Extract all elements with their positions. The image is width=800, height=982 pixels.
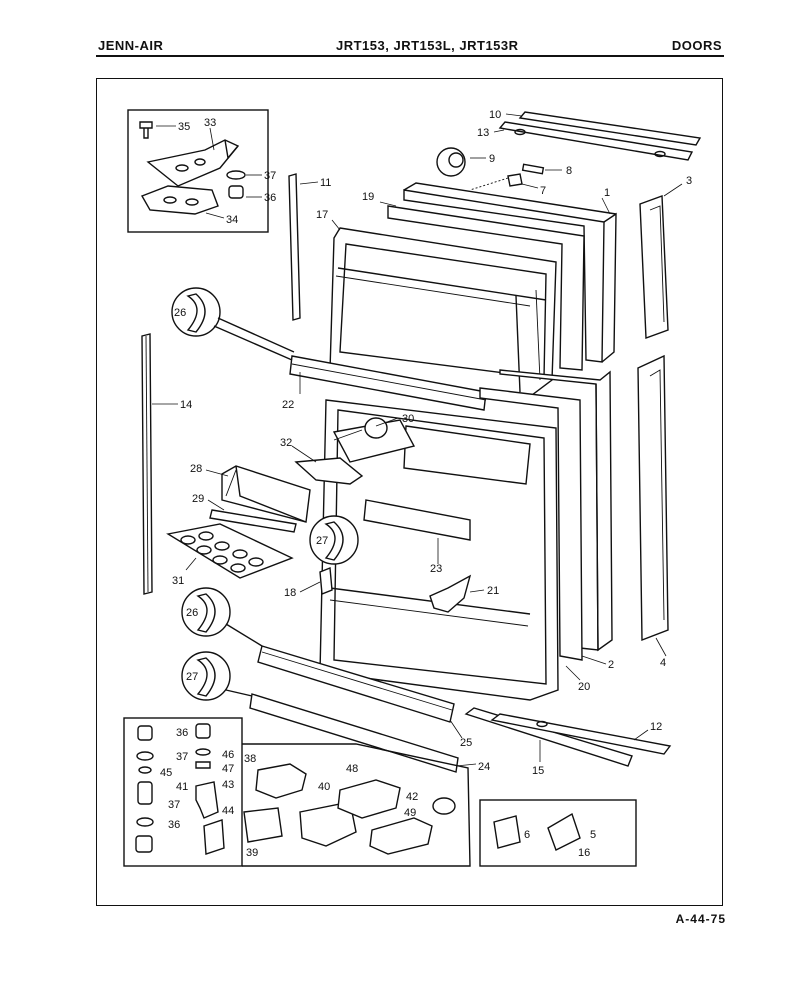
label-1: 1 — [604, 187, 610, 199]
label-48: 48 — [346, 763, 358, 775]
label-13: 13 — [477, 127, 489, 139]
fresh-food-door-liner — [319, 399, 559, 701]
label-16: 16 — [578, 847, 590, 859]
label-35: 35 — [178, 121, 190, 133]
label-12: 12 — [650, 721, 662, 733]
label-40: 40 — [318, 781, 330, 793]
section-title: DOORS — [671, 38, 722, 53]
fresh-food-gasket-20 — [479, 387, 583, 661]
label-32: 32 — [280, 437, 292, 449]
lower-hinge-inset — [123, 717, 243, 867]
label-11: 11 — [320, 177, 331, 189]
document-number: A-44-75 — [675, 912, 726, 926]
pin-part-8 — [521, 163, 545, 175]
model-numbers: JRT153, JRT153L, JRT153R — [336, 38, 519, 53]
freezer-door-outer-1 — [403, 182, 617, 363]
label-29: 29 — [192, 493, 204, 505]
label-45: 45 — [160, 767, 172, 779]
bracket-21 — [429, 574, 472, 613]
label-4: 4 — [660, 657, 666, 669]
label-8: 8 — [566, 165, 572, 177]
label-3: 3 — [686, 175, 692, 187]
butter-bin-28 — [221, 465, 311, 523]
cam-part-9 — [436, 147, 466, 177]
label-18: 18 — [284, 587, 296, 599]
door-shelf-bar-23 — [363, 499, 471, 541]
top-strip-13 — [498, 121, 694, 161]
top-strip-10 — [518, 111, 702, 146]
label-36-b: 36 — [168, 819, 180, 831]
upper-hinge-inset — [127, 109, 269, 233]
side-strip-14 — [141, 333, 153, 595]
cam-detail-26-top — [171, 287, 295, 361]
label-27-lower: 27 — [186, 671, 198, 683]
dairy-door-30 — [332, 417, 416, 463]
label-41: 41 — [176, 781, 188, 793]
label-22: 22 — [282, 399, 294, 411]
label-2: 2 — [608, 659, 614, 671]
label-47: 47 — [222, 763, 234, 775]
bracket-part-7 — [469, 173, 523, 191]
label-37-a: 37 — [176, 751, 188, 763]
door-bar-24 — [249, 693, 459, 773]
label-37-b: 37 — [168, 799, 180, 811]
bin-bar-29 — [209, 509, 297, 533]
label-28: 28 — [190, 463, 202, 475]
label-23: 23 — [430, 563, 442, 575]
label-42: 42 — [406, 791, 418, 803]
label-36-a: 36 — [176, 727, 188, 739]
header-rule — [96, 55, 724, 57]
label-39: 39 — [246, 847, 258, 859]
part-number-labels: 35 33 37 36 34 10 13 9 8 7 1 3 11 19 17 … — [160, 109, 692, 859]
label-26-lower: 26 — [186, 607, 198, 619]
label-15: 15 — [532, 765, 544, 777]
label-24: 24 — [478, 761, 490, 773]
cam-detail-26-lower — [181, 587, 263, 647]
label-31: 31 — [172, 575, 184, 587]
cam-detail-27-lower — [181, 651, 253, 701]
label-30: 30 — [402, 413, 414, 425]
label-9: 9 — [489, 153, 495, 165]
label-34: 34 — [226, 214, 238, 226]
label-43: 43 — [222, 779, 234, 791]
label-19: 19 — [362, 191, 374, 203]
clip-32 — [294, 457, 364, 485]
brand-name: JENN-AIR — [98, 38, 164, 53]
freezer-gasket-19 — [387, 205, 585, 371]
label-10: 10 — [489, 109, 501, 121]
label-49: 49 — [404, 807, 416, 819]
label-27-mid: 27 — [316, 535, 328, 547]
label-44: 44 — [222, 805, 234, 817]
fresh-food-door-outer-2 — [499, 369, 613, 652]
cam-parts-inset — [479, 799, 637, 867]
label-38: 38 — [244, 753, 256, 765]
label-25: 25 — [460, 737, 472, 749]
label-20: 20 — [578, 681, 590, 693]
side-strip-3 — [639, 195, 669, 339]
label-26-top: 26 — [174, 307, 186, 319]
label-7: 7 — [540, 185, 546, 197]
label-33: 33 — [204, 117, 216, 129]
label-17: 17 — [316, 209, 328, 221]
side-strip-11 — [288, 173, 301, 321]
cam-detail-27-mid — [309, 515, 359, 565]
freezer-shelf-bar-22 — [289, 355, 487, 411]
egg-tray-31 — [166, 523, 294, 579]
leader-lines — [152, 113, 683, 767]
side-strip-4 — [637, 354, 669, 642]
label-5: 5 — [590, 829, 596, 841]
label-6: 6 — [524, 829, 530, 841]
door-bar-25 — [257, 645, 455, 723]
hinge-parts-inset — [242, 743, 471, 867]
label-46: 46 — [222, 749, 234, 761]
bottom-strip-12 — [490, 713, 672, 755]
retainer-18 — [319, 567, 333, 595]
diagram-frame — [96, 78, 723, 906]
label-37-top: 37 — [264, 170, 276, 182]
label-36-top: 36 — [264, 192, 276, 204]
label-21: 21 — [487, 585, 499, 597]
label-14: 14 — [180, 399, 192, 411]
